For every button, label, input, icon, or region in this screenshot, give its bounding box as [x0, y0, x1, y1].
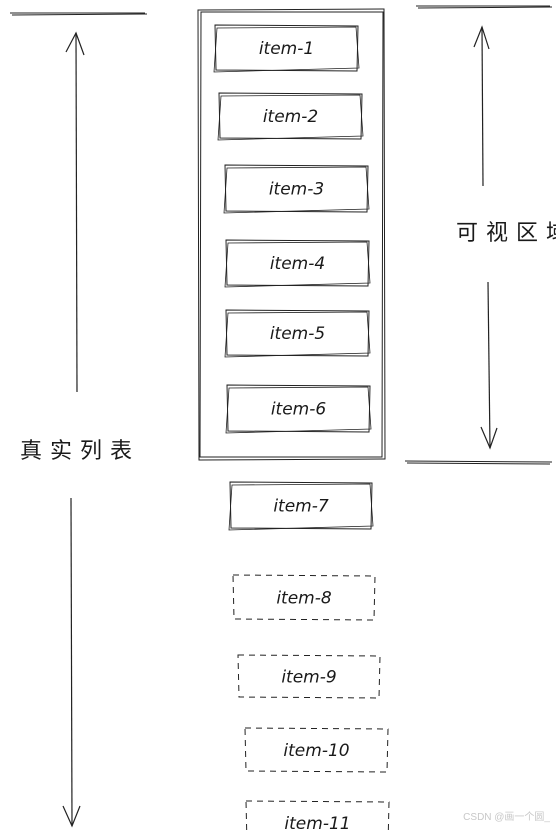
- list-item-box: [245, 800, 390, 831]
- viewport-top-line: [416, 5, 553, 9]
- list-item-box-sketch: [217, 94, 364, 141]
- list-item: item-1: [213, 24, 360, 73]
- list-item: item-7: [228, 481, 374, 531]
- list-top-line: [10, 12, 148, 16]
- list-item-label: item-5: [270, 324, 325, 344]
- list-item-box: [225, 309, 370, 357]
- list-item-label: item-11: [284, 814, 350, 831]
- viewport-bottom-line: [404, 460, 553, 465]
- list-item-box: [224, 164, 369, 213]
- list-item: item-9: [237, 654, 381, 699]
- list-item-label: item-6: [271, 400, 327, 420]
- list-item-box-sketch: [224, 311, 371, 358]
- list-item: item-3: [223, 164, 370, 214]
- list-item-box: [229, 481, 373, 530]
- list-items: item-1 item-2 item-3 item-4 item-5 item-6 item…: [213, 24, 390, 831]
- viewport-label: 可视区域: [456, 221, 556, 246]
- real-list-label: 真实列表: [20, 439, 140, 464]
- list-item-label: item-8: [276, 589, 332, 609]
- list-item-box: [218, 92, 363, 140]
- list-item: item-6: [225, 384, 372, 434]
- list-item-box-sketch: [225, 386, 372, 434]
- list-item-label: item-2: [263, 107, 318, 127]
- list-item: item-11: [245, 800, 390, 831]
- list-item-label: item-1: [259, 39, 314, 59]
- list-item: item-8: [232, 574, 376, 621]
- list-item-box-sketch: [213, 26, 360, 73]
- list-item-box: [214, 24, 359, 72]
- list-item-box: [244, 727, 389, 773]
- list-item-box: [225, 239, 370, 287]
- list-item: item-10: [244, 727, 389, 773]
- list-item: item-2: [217, 92, 364, 141]
- list-item-label: item-7: [273, 497, 329, 517]
- list-item: item-4: [224, 239, 371, 288]
- real-list-arrow: [62, 31, 85, 828]
- viewport-arrow: [473, 25, 498, 450]
- list-item-label: item-4: [270, 254, 325, 274]
- list-item-box-sketch: [224, 241, 371, 288]
- watermark: CSDN @画一个圆_: [463, 812, 550, 823]
- list-item-label: item-9: [281, 668, 336, 688]
- list-item-box-sketch: [223, 166, 370, 214]
- list-item-label: item-10: [283, 741, 349, 761]
- list-item-box-sketch: [228, 483, 374, 531]
- list-item-label: item-3: [269, 180, 324, 200]
- list-item: item-5: [224, 309, 371, 358]
- list-item-box: [226, 384, 371, 433]
- viewport-frame: [197, 8, 386, 461]
